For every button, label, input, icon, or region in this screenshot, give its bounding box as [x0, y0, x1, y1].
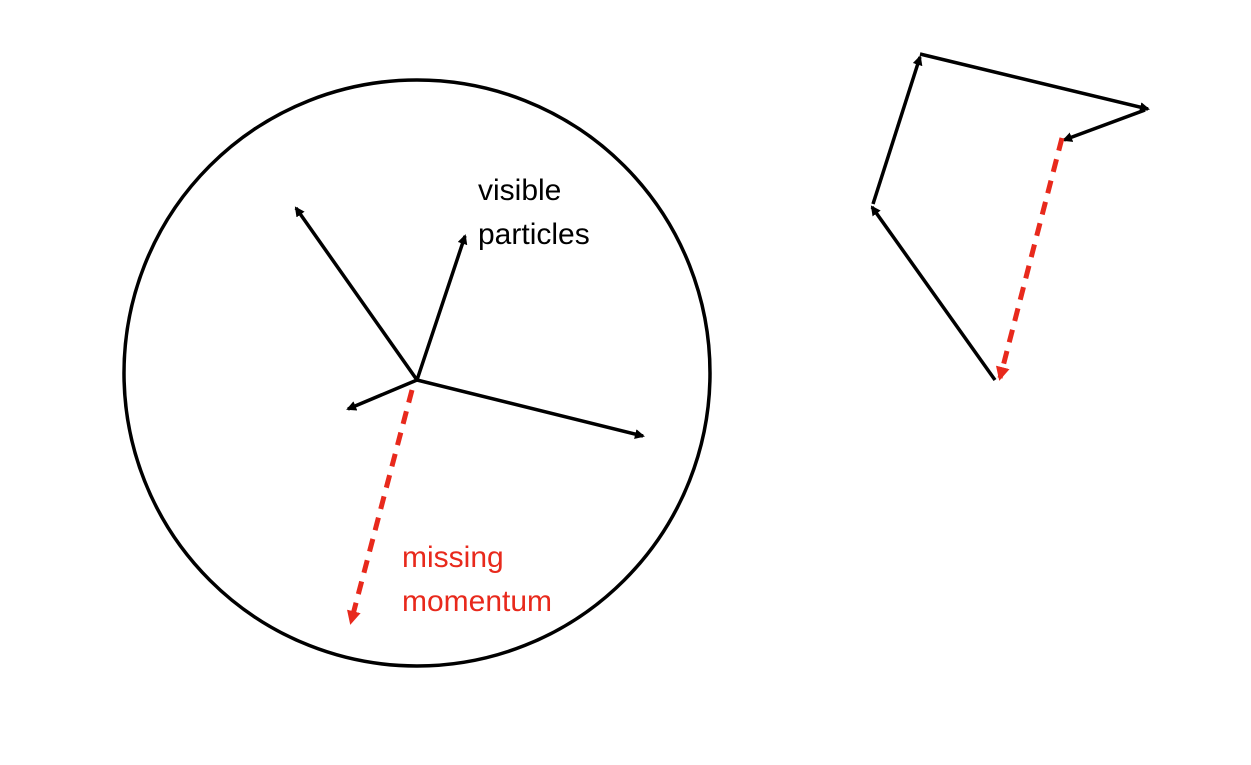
sum-vector-3 — [919, 52, 1150, 112]
detector-figure: visible particles missing momentum — [122, 78, 712, 668]
detector-circle — [122, 78, 712, 668]
visible-vector-left — [346, 378, 418, 411]
visible-particles-label-line2: particles — [478, 218, 590, 251]
visible-particles-label-line1: visible — [478, 174, 561, 207]
missing-momentum-label-line1: missing — [402, 541, 504, 574]
visible-particle-vectors — [294, 206, 645, 439]
vector-sum-figure — [870, 52, 1150, 382]
visible-vector-upper-right — [415, 234, 468, 381]
sum-vector-4 — [1062, 108, 1146, 142]
missing-momentum-vector — [347, 389, 415, 625]
sum-vector-2 — [871, 55, 923, 205]
visible-vector-right — [416, 378, 645, 439]
visible-vector-upper-left — [294, 206, 419, 382]
missing-momentum-label-line2: momentum — [402, 585, 552, 618]
sum-missing-momentum-vector — [995, 137, 1065, 381]
sum-vector-1 — [870, 205, 997, 382]
